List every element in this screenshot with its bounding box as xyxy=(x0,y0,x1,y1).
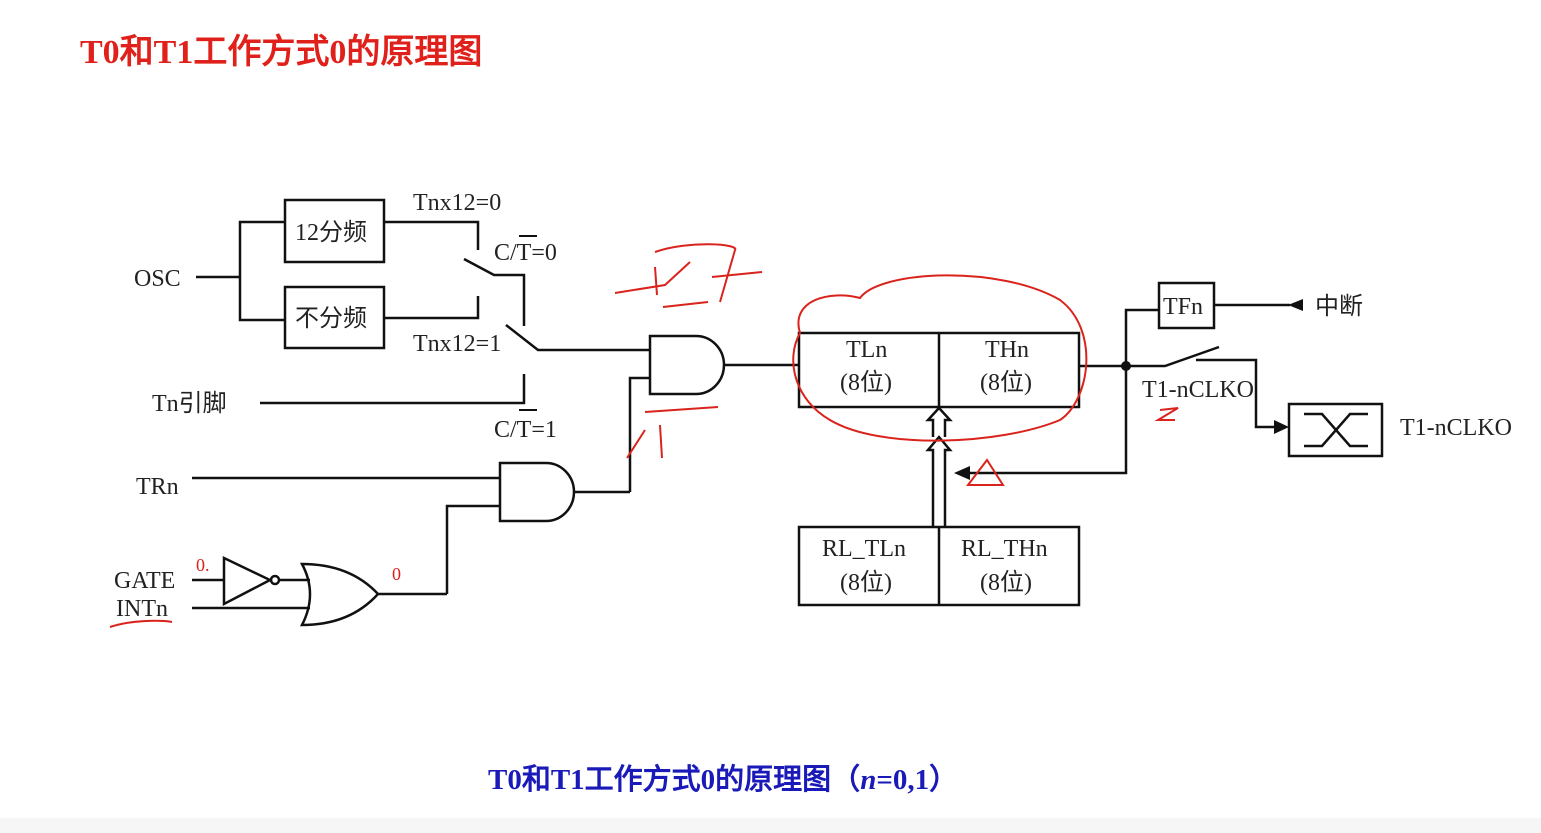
figure-caption: T0和T1工作方式0的原理图（n=0,1） xyxy=(488,756,958,798)
intn-label: INTn xyxy=(116,596,168,622)
and-gate-count xyxy=(648,334,726,396)
register-circle-annotation xyxy=(792,274,1088,442)
clko-arrowhead xyxy=(1274,420,1289,434)
thn-width: (8位) xyxy=(980,369,1032,396)
not-gate xyxy=(222,556,273,607)
div12-label: 12分频 xyxy=(295,219,367,246)
rl-thn-width: (8位) xyxy=(980,569,1032,596)
slide-title: T0和T1工作方式0的原理图 xyxy=(80,34,483,71)
caption-prefix: T0和T1工作方式0的原理图（ xyxy=(488,764,861,796)
tnx12-switch xyxy=(463,257,526,326)
ct1-label: C/T=1 xyxy=(494,417,557,443)
tln-width: (8位) xyxy=(840,369,892,396)
rl-tln-label: RL_TLn xyxy=(822,536,906,562)
caption-n: n xyxy=(860,764,877,796)
interrupt-arrowhead xyxy=(1288,299,1303,311)
and-gate-run xyxy=(498,461,576,523)
gate-label: GATE xyxy=(114,568,175,594)
and2-to-and1-wire xyxy=(628,376,650,492)
switch-sketch-stroke xyxy=(654,266,658,296)
and-gate-mark2 xyxy=(626,424,663,459)
nodiv-out-wire xyxy=(384,296,480,320)
clko-mark xyxy=(1154,407,1179,421)
ct0-label: C/T=0 xyxy=(494,240,557,266)
rl-tln-width: (8位) xyxy=(840,569,892,596)
triangle-annotation xyxy=(965,458,1005,486)
div12-box xyxy=(283,198,386,264)
caption-suffix: =0,1） xyxy=(876,764,959,796)
bottom-strip xyxy=(0,818,1541,833)
switch-sketch-stroke3 xyxy=(654,243,737,303)
junction-dot xyxy=(1121,361,1131,371)
switch-sketch-stroke4 xyxy=(711,271,763,278)
clko-toggle-box xyxy=(1287,402,1384,458)
tfn-label: TFn xyxy=(1163,294,1203,320)
rl-thn-label: RL_THn xyxy=(961,536,1048,562)
ct-switch xyxy=(505,324,650,352)
tn-pin-label: Tn引脚 xyxy=(152,390,227,417)
tnx12-1-label: Tnx12=1 xyxy=(413,331,501,357)
and-gate-mark xyxy=(644,406,719,413)
intn-underline xyxy=(109,619,173,628)
switch-sketch-stroke2 xyxy=(662,301,709,308)
reload-feedback-arrowhead xyxy=(954,466,970,480)
clko-out-wire xyxy=(1196,358,1280,429)
osc-label: OSC xyxy=(134,266,181,292)
tn-pin-wire xyxy=(260,374,526,405)
switch-sketch-annotation xyxy=(614,261,691,294)
or-output-annotation: 0 xyxy=(392,564,401,584)
div12-out-wire xyxy=(384,220,480,250)
or-gate xyxy=(299,562,380,627)
osc-branch-wire xyxy=(238,220,285,322)
overflow-branch-wire xyxy=(968,308,1159,475)
handwritten-annotations xyxy=(109,243,1179,628)
clko-output-label: T1-nCLKO xyxy=(1400,415,1512,441)
tln-label: TLn xyxy=(846,337,887,363)
not-bubble xyxy=(269,574,281,586)
interrupt-label: 中断 xyxy=(1315,293,1363,320)
nodiv-label: 不分频 xyxy=(295,305,367,332)
clko-switch xyxy=(1126,345,1220,368)
trn-label: TRn xyxy=(136,474,179,500)
reload-arrow-lower xyxy=(925,435,953,527)
gate-value-annotation: 0. xyxy=(196,555,210,575)
reload-arrow-upper xyxy=(925,406,953,437)
thn-label: THn xyxy=(985,337,1029,363)
tnx12-0-label: Tnx12=0 xyxy=(413,190,501,216)
toggle-wave-b xyxy=(1304,412,1368,448)
clko-switch-label: T1-nCLKO xyxy=(1142,377,1254,403)
or-to-and2-wire xyxy=(445,504,500,594)
